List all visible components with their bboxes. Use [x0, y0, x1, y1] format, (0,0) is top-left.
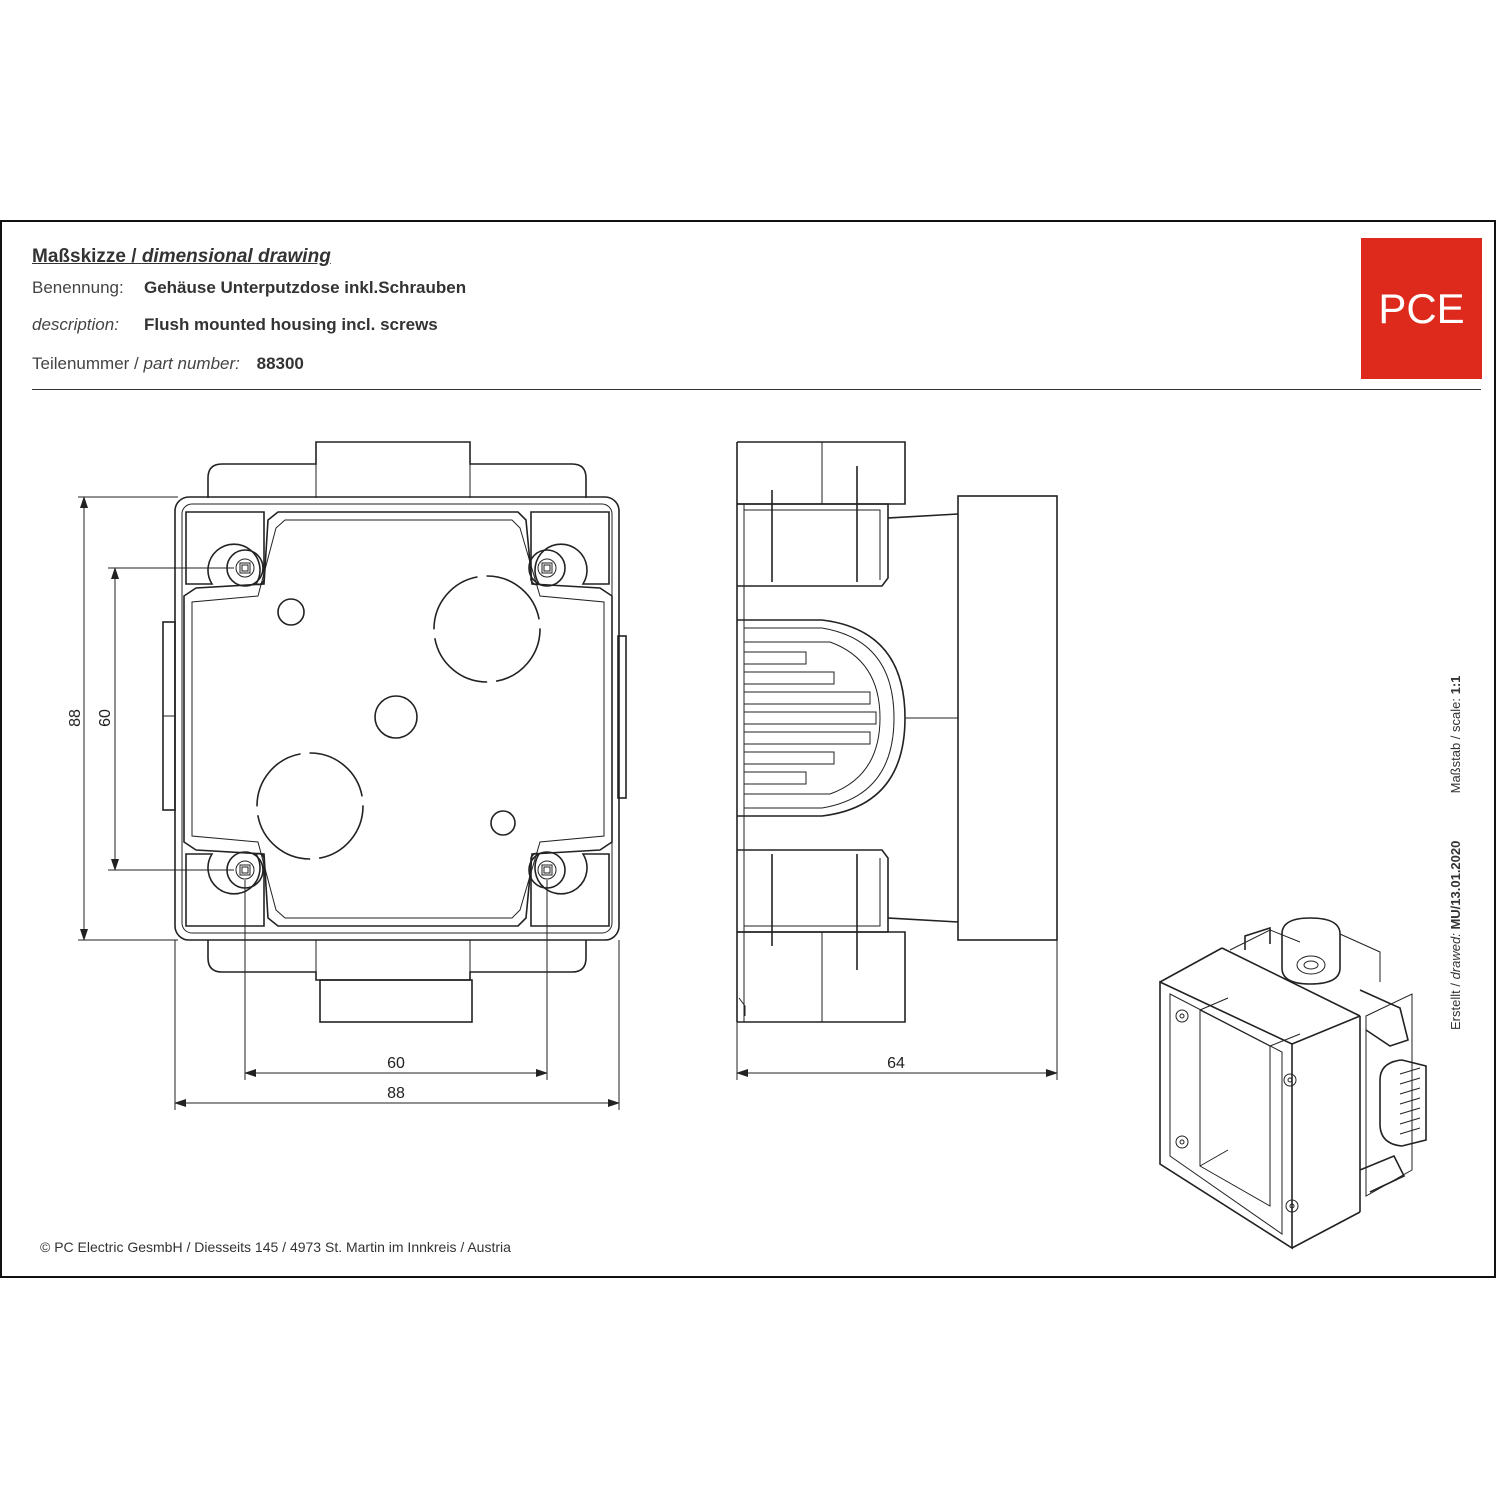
- part-label-en: part number:: [143, 354, 240, 373]
- screw-top-right: [528, 549, 566, 587]
- footer-copyright: © PC Electric GesmbH / Diesseits 145 / 4…: [40, 1239, 511, 1255]
- isometric-view: [1159, 917, 1427, 1250]
- description-row: description: Flush mounted housing incl.…: [32, 315, 438, 335]
- part-label-de: Teilenummer /: [32, 354, 144, 373]
- drawing-title: Maßskizze / dimensional drawing: [32, 246, 331, 267]
- dim-height-60: 60: [97, 709, 114, 727]
- description-value: Flush mounted housing incl. screws: [144, 315, 438, 334]
- front-dimensions: 88 60 60 88: [67, 496, 620, 1110]
- side-dimensions: 64: [736, 940, 1058, 1080]
- dim-width-88: 88: [387, 1085, 405, 1102]
- part-number-value: 88300: [256, 354, 304, 373]
- dim-width-60: 60: [387, 1055, 405, 1072]
- part-number-row: Teilenummer / part number: 88300: [32, 354, 304, 374]
- name-value: Gehäuse Unterputzdose inkl.Schrauben: [144, 278, 467, 297]
- name-label: Benennung:: [32, 278, 124, 297]
- side-view: [736, 441, 1058, 1023]
- name-row: Benennung: Gehäuse Unterputzdose inkl.Sc…: [32, 278, 466, 298]
- front-view: [162, 441, 627, 1023]
- header-divider: [32, 389, 1481, 390]
- dim-height-88: 88: [67, 709, 84, 727]
- drawing-sheet: Maßskizze / dimensional drawing Benennun…: [0, 220, 1496, 1278]
- pce-logo: PCE: [1361, 238, 1482, 379]
- dim-depth-64: 64: [887, 1055, 905, 1072]
- description-label: description:: [32, 315, 119, 334]
